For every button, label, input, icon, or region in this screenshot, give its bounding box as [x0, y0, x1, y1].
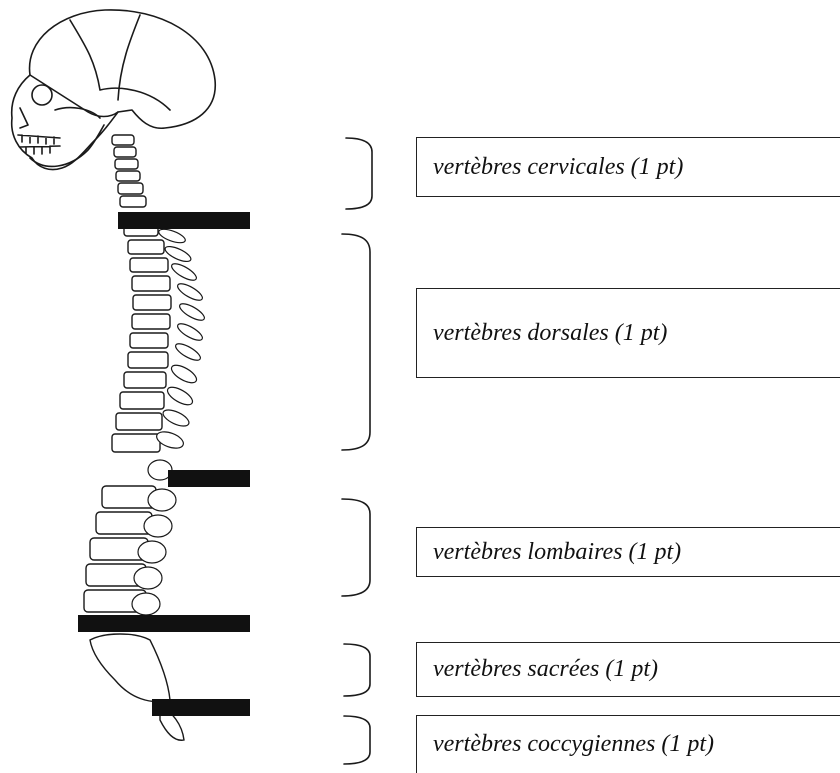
- brace-coccygiennes: [344, 716, 370, 764]
- label-text-dorsales: vertèbres dorsales (1 pt): [433, 320, 667, 347]
- label-vertebres-coccygiennes: vertèbres coccygiennes (1 pt): [416, 715, 840, 773]
- label-text-cervicales: vertèbres cervicales (1 pt): [433, 154, 683, 181]
- brace-cervicales: [346, 138, 372, 209]
- label-text-sacrees: vertèbres sacrées (1 pt): [433, 656, 658, 683]
- label-text-coccygiennes: vertèbres coccygiennes (1 pt): [433, 731, 714, 758]
- label-text-lombaires: vertèbres lombaires (1 pt): [433, 539, 681, 566]
- label-vertebres-lombaires: vertèbres lombaires (1 pt): [416, 527, 840, 577]
- label-vertebres-cervicales: vertèbres cervicales (1 pt): [416, 137, 840, 197]
- brace-lombaires: [342, 499, 370, 596]
- label-vertebres-sacrees: vertèbres sacrées (1 pt): [416, 642, 840, 697]
- brace-dorsales: [342, 234, 370, 450]
- label-vertebres-dorsales: vertèbres dorsales (1 pt): [416, 288, 840, 378]
- brace-sacrees: [344, 644, 370, 696]
